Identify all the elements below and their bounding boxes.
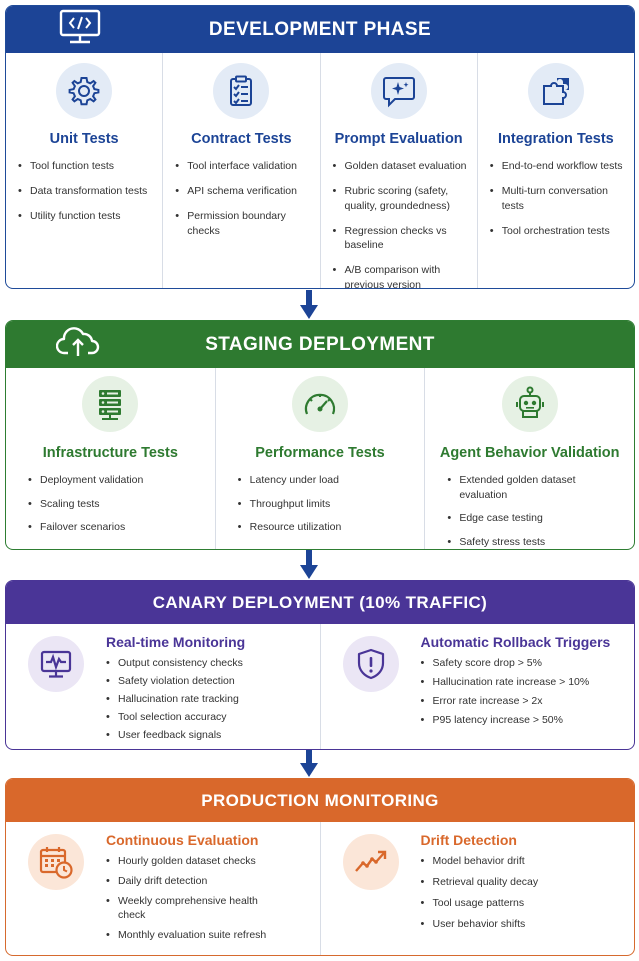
list-item: Safety stress tests — [447, 535, 624, 550]
puzzle-icon — [527, 63, 584, 119]
list-item: Failover scenarios — [28, 520, 205, 535]
cloud-upload-icon — [55, 326, 100, 364]
list-item: Retrieval quality decay — [421, 875, 627, 889]
list-item: Permission boundary checks — [175, 209, 309, 238]
list-item: A/B comparison with previous version — [333, 263, 467, 288]
agent-behavior-validation-title: Agent Behavior Validation — [439, 445, 620, 461]
continuous-evaluation-column: Continuous Evaluation Hourly golden data… — [6, 822, 320, 955]
list-item: Multi-turn conversation tests — [490, 184, 624, 213]
list-item: Golden dataset evaluation — [333, 159, 467, 174]
integration-tests-title: Integration Tests — [498, 131, 614, 147]
gear-icon — [56, 63, 113, 119]
trend-up-icon — [342, 834, 399, 890]
list-item: P95 latency increase > 50% — [421, 713, 627, 727]
canary-deployment-title: CANARY DEPLOYMENT (10% TRAFFIC) — [152, 592, 488, 612]
production-monitoring-title: PRODUCTION MONITORING — [201, 790, 439, 810]
canary-deployment-header: CANARY DEPLOYMENT (10% TRAFFIC) — [6, 581, 634, 624]
list-item: API schema verification — [175, 184, 309, 199]
sparkle-chat-icon — [370, 63, 427, 119]
infrastructure-tests-title: Infrastructure Tests — [42, 445, 178, 461]
down-arrow-icon — [300, 550, 318, 579]
robot-icon — [501, 376, 558, 432]
list-item: User feedback signals — [106, 728, 312, 742]
contract-tests-title: Contract Tests — [191, 131, 292, 147]
contract-tests-column: Contract Tests Tool interface validation… — [162, 53, 319, 288]
list-item: Hourly golden dataset checks — [106, 854, 312, 868]
list-item: Resource utilization — [238, 520, 415, 535]
agent-behavior-validation-column: Agent Behavior Validation Extended golde… — [424, 368, 634, 549]
real-time-monitoring-column: Real-time Monitoring Output consistency … — [6, 624, 320, 749]
drift-detection-column: Drift Detection Model behavior drift Ret… — [319, 822, 635, 955]
shield-alert-icon — [342, 636, 399, 692]
list-item: Daily drift detection — [106, 874, 312, 888]
performance-tests-title: Performance Tests — [255, 445, 385, 461]
development-phase-panel: DEVELOPMENT PHASE Unit Tests Tool functi… — [5, 5, 635, 289]
production-monitoring-header: PRODUCTION MONITORING — [6, 779, 634, 822]
list-item: User behavior shifts — [421, 917, 627, 931]
development-phase-header: DEVELOPMENT PHASE — [6, 6, 634, 53]
list-item: Extended golden dataset evaluation — [447, 473, 624, 502]
list-item: Edge case testing — [447, 511, 624, 526]
unit-tests-column: Unit Tests Tool function tests Data tran… — [6, 53, 162, 288]
production-monitoring-panel: PRODUCTION MONITORING — [5, 778, 635, 956]
automatic-rollback-triggers-column: Automatic Rollback Triggers Safety score… — [319, 624, 635, 749]
development-phase-title: DEVELOPMENT PHASE — [208, 18, 432, 40]
list-item: Tool orchestration tests — [490, 224, 624, 239]
down-arrow-icon — [300, 750, 318, 777]
drift-detection-title: Drift Detection — [420, 832, 517, 848]
list-item: Latency under load — [238, 473, 415, 488]
list-item: Deployment validation — [28, 473, 205, 488]
list-item: Weekly comprehensive health check — [106, 894, 312, 922]
integration-tests-column: Integration Tests End-to-end workflow te… — [476, 53, 634, 288]
list-item: Regression checks vs baseline — [333, 224, 467, 253]
list-item: Hallucination rate tracking — [106, 692, 312, 706]
staging-deployment-title: STAGING DEPLOYMENT — [205, 333, 435, 355]
monitor-pulse-icon — [28, 636, 84, 692]
performance-tests-column: Performance Tests Latency under load Thr… — [214, 368, 425, 549]
staging-deployment-header: STAGING DEPLOYMENT — [6, 321, 634, 368]
calendar-clock-icon — [28, 834, 84, 890]
continuous-evaluation-title: Continuous Evaluation — [106, 832, 259, 848]
real-time-monitoring-title: Real-time Monitoring — [106, 634, 246, 650]
prompt-evaluation-column: Prompt Evaluation Golden dataset evaluat… — [319, 53, 477, 288]
list-item: Utility function tests — [18, 209, 152, 224]
code-monitor-icon — [58, 9, 102, 51]
list-item: Error rate increase > 2x — [421, 694, 627, 708]
list-item: Monthly evaluation suite refresh — [106, 928, 312, 942]
list-item: Safety score drop > 5% — [421, 656, 627, 670]
list-item: Output consistency checks — [106, 656, 312, 670]
infrastructure-tests-column: Infrastructure Tests Deployment validati… — [6, 368, 215, 549]
list-item: Data transformation tests — [18, 184, 152, 199]
list-item: Safety violation detection — [106, 674, 312, 688]
list-item: Tool selection accuracy — [106, 710, 312, 724]
list-item: Tool usage patterns — [421, 896, 627, 910]
list-item: Throughput limits — [238, 497, 415, 512]
list-item: Hallucination rate increase > 10% — [421, 675, 627, 689]
list-item: Model behavior drift — [421, 854, 627, 868]
canary-deployment-panel: CANARY DEPLOYMENT (10% TRAFFIC) Real-tim… — [5, 580, 635, 750]
server-rack-icon — [82, 376, 139, 432]
unit-tests-title: Unit Tests — [49, 131, 119, 147]
list-item: End-to-end workflow tests — [490, 159, 624, 174]
list-item: Tool function tests — [18, 159, 152, 174]
list-item: Rubric scoring (safety, quality, grounde… — [333, 184, 467, 213]
speedometer-icon — [292, 376, 348, 432]
prompt-evaluation-title: Prompt Evaluation — [334, 131, 463, 147]
list-item: Tool interface validation — [175, 159, 309, 174]
clipboard-checklist-icon — [213, 63, 270, 119]
automatic-rollback-triggers-title: Automatic Rollback Triggers — [420, 634, 611, 650]
list-item: Scaling tests — [28, 497, 205, 512]
down-arrow-icon — [300, 290, 318, 319]
staging-deployment-panel: STAGING DEPLOYMENT — [5, 320, 635, 550]
